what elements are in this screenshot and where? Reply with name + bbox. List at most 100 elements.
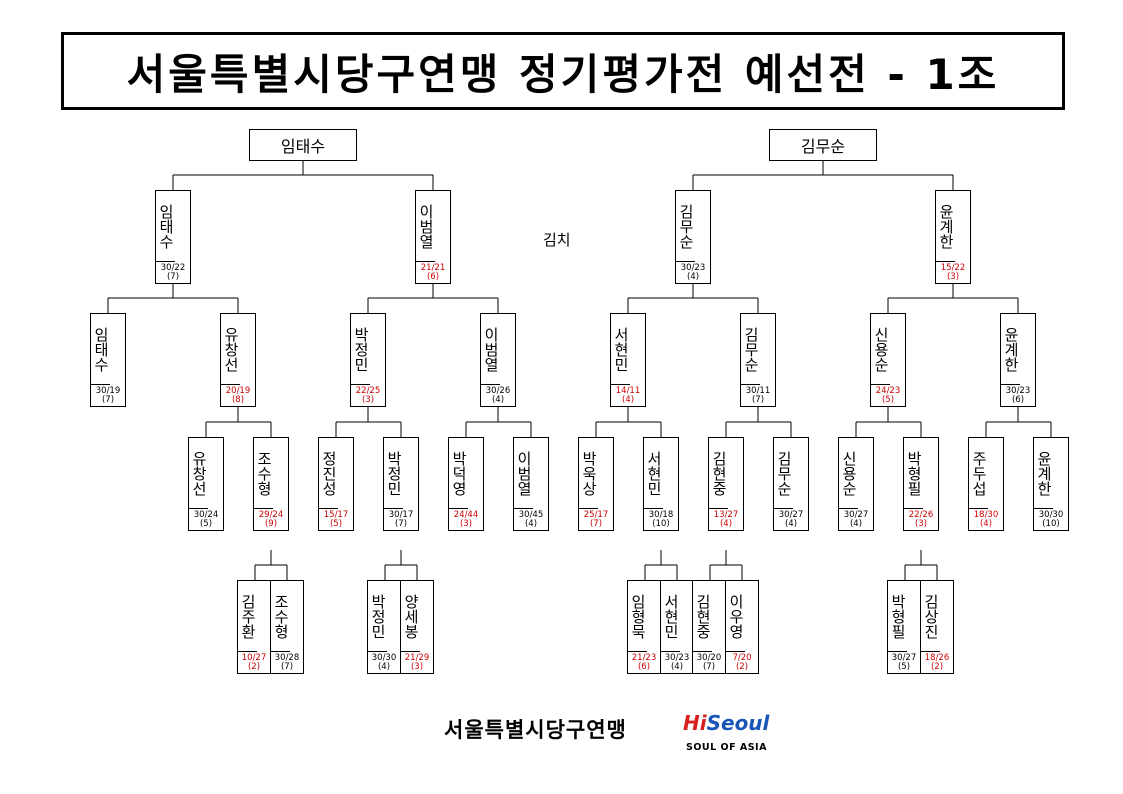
player-node: 이우영 7/20(2): [725, 580, 759, 674]
player-name: 박정민: [368, 581, 387, 652]
player-node: 임태수 30/19(7): [90, 313, 126, 407]
player-name: 정진성: [319, 438, 338, 509]
player-rank: (4): [524, 519, 538, 529]
player-rank: (4): [686, 272, 700, 282]
player-score: 30/27: [778, 510, 804, 520]
player-rank: (2): [930, 662, 944, 672]
player-rank: (3): [914, 519, 928, 529]
player-rank: (7): [394, 519, 408, 529]
title-box: 서울특별시당구연맹 정기평가전 예선전 - 1조: [61, 32, 1065, 110]
player-name: 유창선: [221, 314, 240, 385]
player-score: 24/23: [875, 386, 901, 396]
player-rank: (4): [979, 519, 993, 529]
player-rank: (8): [231, 395, 245, 405]
player-node: 김무순 30/11(7): [740, 313, 776, 407]
player-rank: (3): [410, 662, 424, 672]
player-node: 김주환 10/27(2): [237, 580, 271, 674]
right-winner-box: 김무순: [769, 129, 877, 161]
player-node: 정진성 15/17(5): [318, 437, 354, 531]
player-rank: (6): [637, 662, 651, 672]
player-node: 신용순 30/27(4): [838, 437, 874, 531]
player-node: 윤계한 30/23(6): [1000, 313, 1036, 407]
player-name: 임태수: [156, 191, 175, 262]
player-score: 21/21: [420, 263, 446, 273]
player-score: 14/11: [615, 386, 641, 396]
player-rank: (5): [897, 662, 911, 672]
player-node: 임태수 30/22(7): [155, 190, 191, 284]
player-rank: (7): [589, 519, 603, 529]
player-name: 서현민: [611, 314, 630, 385]
footer-slogan: SOUL OF ASIA: [686, 742, 767, 753]
player-name: 조수형: [254, 438, 273, 509]
player-node: 이범열 30/26(4): [480, 313, 516, 407]
player-name: 박욱상: [579, 438, 598, 509]
player-node: 박형필 22/26(3): [903, 437, 939, 531]
player-score: 21/29: [404, 653, 430, 663]
player-name: 서현민: [644, 438, 663, 509]
player-name: 김주환: [238, 581, 257, 652]
player-rank: (7): [702, 662, 716, 672]
player-node: 조수형 30/28(7): [270, 580, 304, 674]
player-score: 15/17: [323, 510, 349, 520]
player-rank: (9): [264, 519, 278, 529]
player-node: 신용순 24/23(5): [870, 313, 906, 407]
player-name: 박정민: [384, 438, 403, 509]
player-rank: (7): [751, 395, 765, 405]
player-score: 10/27: [241, 653, 267, 663]
annotation-note: 김치: [543, 231, 571, 249]
player-name: 윤계한: [1001, 314, 1020, 385]
player-score: 15/22: [940, 263, 966, 273]
player-node: 김무순 30/23(4): [675, 190, 711, 284]
player-score: 30/23: [664, 653, 690, 663]
player-score: 30/26: [485, 386, 511, 396]
player-name: 김현중: [693, 581, 712, 652]
player-name: 조수형: [271, 581, 290, 652]
left-winner-box: 임태수: [249, 129, 357, 161]
player-name: 이우영: [726, 581, 745, 652]
player-rank: (4): [849, 519, 863, 529]
player-score: 21/23: [631, 653, 657, 663]
player-node: 박욱상 25/17(7): [578, 437, 614, 531]
player-rank: (3): [361, 395, 375, 405]
player-score: 30/27: [843, 510, 869, 520]
player-node: 박형필 30/27(5): [887, 580, 921, 674]
player-score: 30/30: [371, 653, 397, 663]
player-node: 김상진 18/26(2): [920, 580, 954, 674]
player-node: 서현민 14/11(4): [610, 313, 646, 407]
player-score: 30/22: [160, 263, 186, 273]
player-score: 22/25: [355, 386, 381, 396]
player-node: 윤계한 15/22(3): [935, 190, 971, 284]
player-score: 29/24: [258, 510, 284, 520]
player-node: 유창선 20/19(8): [220, 313, 256, 407]
player-name: 박덕영: [449, 438, 468, 509]
player-name: 이범열: [416, 191, 435, 262]
player-rank: (7): [166, 272, 180, 282]
player-name: 윤계한: [1034, 438, 1053, 509]
player-name: 이범열: [514, 438, 533, 509]
player-node: 박정민 30/17(7): [383, 437, 419, 531]
player-rank: (4): [377, 662, 391, 672]
player-rank: (4): [491, 395, 505, 405]
player-score: 13/27: [713, 510, 739, 520]
player-score: 30/18: [648, 510, 674, 520]
player-rank: (5): [199, 519, 213, 529]
player-name: 박형필: [888, 581, 907, 652]
player-name: 임태수: [91, 314, 110, 385]
player-name: 김현중: [709, 438, 728, 509]
player-node: 이범열 21/21(6): [415, 190, 451, 284]
player-score: 24/44: [453, 510, 479, 520]
player-node: 임형묵 21/23(6): [627, 580, 661, 674]
hi-seoul-logo: HiSeoul: [683, 711, 769, 735]
player-node: 박덕영 24/44(3): [448, 437, 484, 531]
player-score: 30/20: [696, 653, 722, 663]
player-name: 김무순: [676, 191, 695, 262]
player-rank: (4): [670, 662, 684, 672]
player-score: 30/28: [274, 653, 300, 663]
player-score: 7/20: [732, 653, 752, 663]
logo-seoul-text: Seoul: [706, 711, 770, 735]
player-score: 30/45: [518, 510, 544, 520]
player-score: 30/30: [1038, 510, 1064, 520]
player-name: 주두섭: [969, 438, 988, 509]
player-node: 박정민 30/30(4): [367, 580, 401, 674]
